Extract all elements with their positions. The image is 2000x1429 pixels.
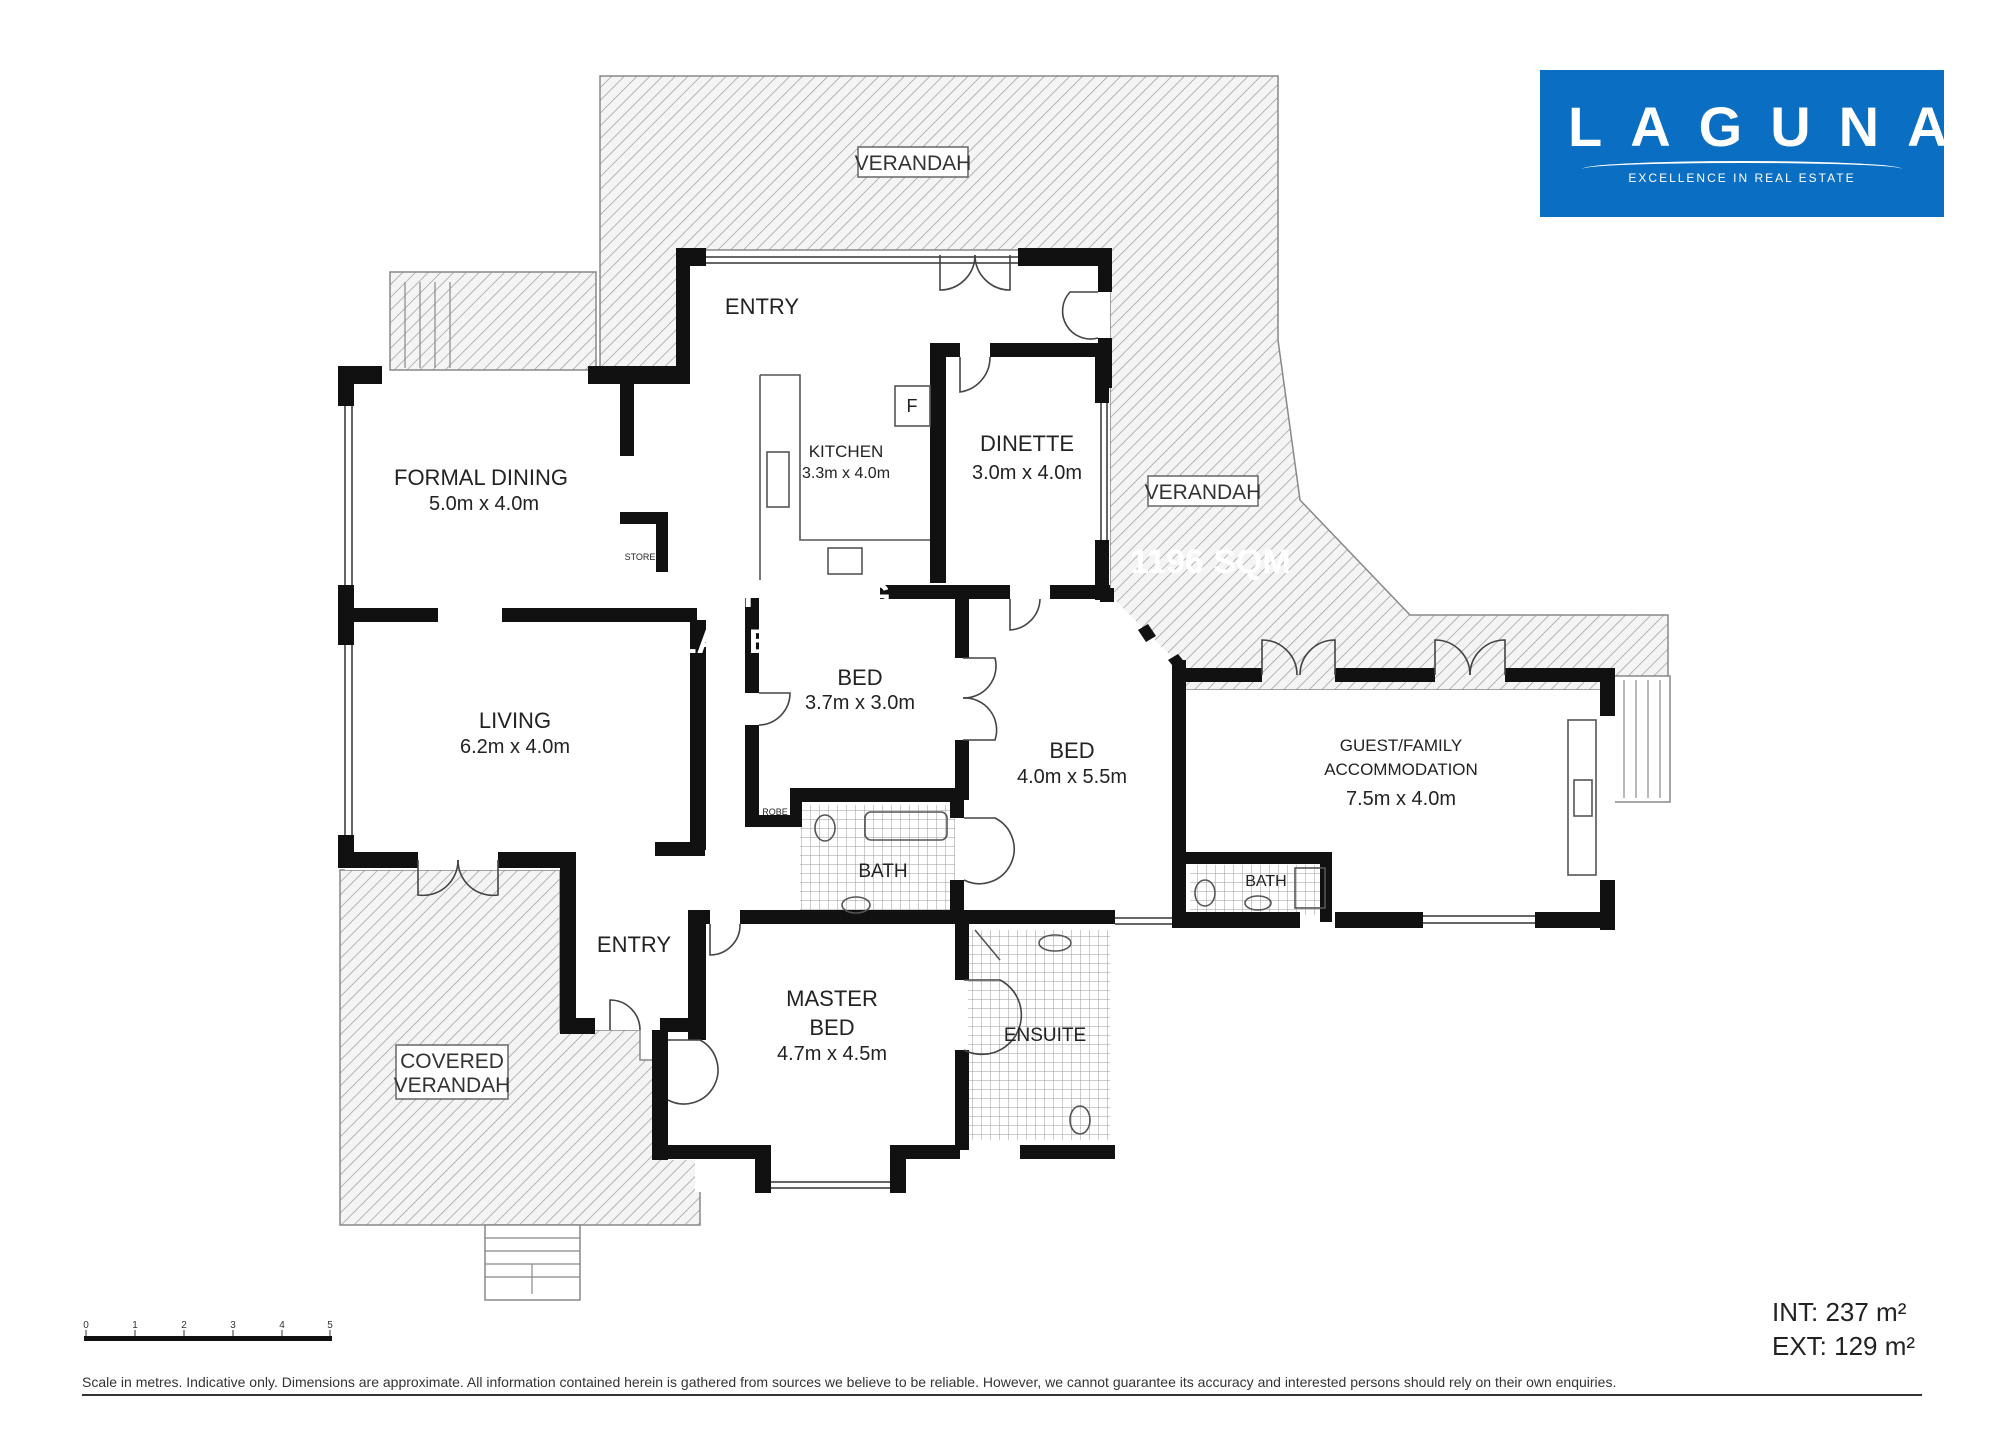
bath-guest-label: BATH	[1245, 873, 1286, 890]
interior-floor	[345, 255, 1615, 1192]
stairs-bottom-treads	[485, 1237, 580, 1294]
disclaimer: Scale in metres. Indicative only. Dimens…	[82, 1374, 1922, 1396]
master-dims: 4.7m x 4.5m	[777, 1043, 887, 1065]
bed-large-label: BED	[1049, 738, 1094, 763]
master-label-line1: MASTER	[786, 986, 878, 1011]
ensuite-floor	[968, 930, 1110, 1140]
dinette-label: DINETTE	[980, 431, 1074, 456]
internal-area: INT: 237 m²	[1772, 1297, 1907, 1327]
logo-swoosh	[1582, 161, 1902, 177]
entry-bottom-label: ENTRY	[597, 932, 671, 957]
walls	[338, 248, 1615, 1193]
scale-bar: 0 1 2 3 4 5	[83, 1320, 333, 1341]
windows	[344, 256, 1535, 1189]
laguna-logo: LAGUNA EXCELLENCE IN REAL ESTATE	[1540, 70, 1976, 217]
scale-tick-4: 4	[279, 1320, 285, 1331]
formal-dining-label: FORMAL DINING	[394, 465, 568, 490]
bed-small-label: BED	[837, 665, 882, 690]
logo-tagline: EXCELLENCE IN REAL ESTATE	[1628, 171, 1856, 185]
ensuite-label: ENSUITE	[1004, 1025, 1086, 1046]
stairs-top-left	[389, 271, 597, 371]
formal-dining-dims: 5.0m x 4.0m	[429, 493, 539, 515]
overlay-flat-block: FLAT BLOCK	[655, 623, 870, 661]
fridge-label: F	[907, 396, 918, 416]
robe-label: ROBE	[762, 807, 788, 817]
bed-large-dims: 4.0m x 5.5m	[1017, 766, 1127, 788]
verandah-top-label-box	[857, 146, 969, 178]
scale-tick-5: 5	[327, 1320, 333, 1331]
entry-top-label: ENTRY	[725, 294, 799, 319]
overlay-land-size: 1196 SQM	[1130, 543, 1291, 581]
door-swings	[417, 254, 1506, 1105]
bath-main-label: BATH	[858, 861, 907, 882]
store-label: STORE	[625, 552, 656, 562]
dinette-dims: 3.0m x 4.0m	[972, 462, 1082, 484]
stairs-top-left-treads	[404, 282, 451, 368]
guest-label-line2: ACCOMMODATION	[1324, 760, 1478, 779]
bath-guest-floor	[1190, 865, 1330, 915]
covered-verandah-label-line1: COVERED	[400, 1050, 504, 1073]
guest-dims: 7.5m x 4.0m	[1346, 788, 1456, 810]
scale-tick-0: 0	[83, 1320, 89, 1331]
verandah-right-label: VERANDAH	[1145, 481, 1262, 504]
scale-tick-2: 2	[181, 1320, 187, 1331]
covered-verandah-label-box	[395, 1044, 509, 1100]
master-label-line2: BED	[809, 1015, 854, 1040]
external-area: EXT: 129 m²	[1772, 1331, 1916, 1361]
stairs-right	[1611, 675, 1671, 803]
guest-label-line1: GUEST/FAMILY	[1340, 736, 1463, 755]
scale-tick-3: 3	[230, 1320, 236, 1331]
kitchen-dims: 3.3m x 4.0m	[802, 465, 890, 482]
bath-main-floor	[800, 805, 955, 915]
living-label: LIVING	[479, 708, 551, 733]
verandah-right-label-box	[1147, 475, 1259, 507]
covered-verandah-label-line2: VERANDAH	[394, 1074, 511, 1097]
living-dims: 6.2m x 4.0m	[460, 736, 570, 758]
verandah-top-label: VERANDAH	[855, 152, 972, 175]
kitchen-label: KITCHEN	[809, 442, 884, 461]
bed-small-dims: 3.7m x 3.0m	[805, 692, 915, 714]
stairs-right-treads	[1623, 680, 1661, 798]
logo-name: LAGUNA	[1568, 95, 1976, 158]
area-summary: INT: 237 m² EXT: 129 m²	[1772, 1295, 1915, 1363]
overlay-north-facing: NORTH FACING	[632, 577, 891, 615]
kitchen-bench	[759, 374, 1597, 1135]
scale-tick-1: 1	[132, 1320, 138, 1331]
